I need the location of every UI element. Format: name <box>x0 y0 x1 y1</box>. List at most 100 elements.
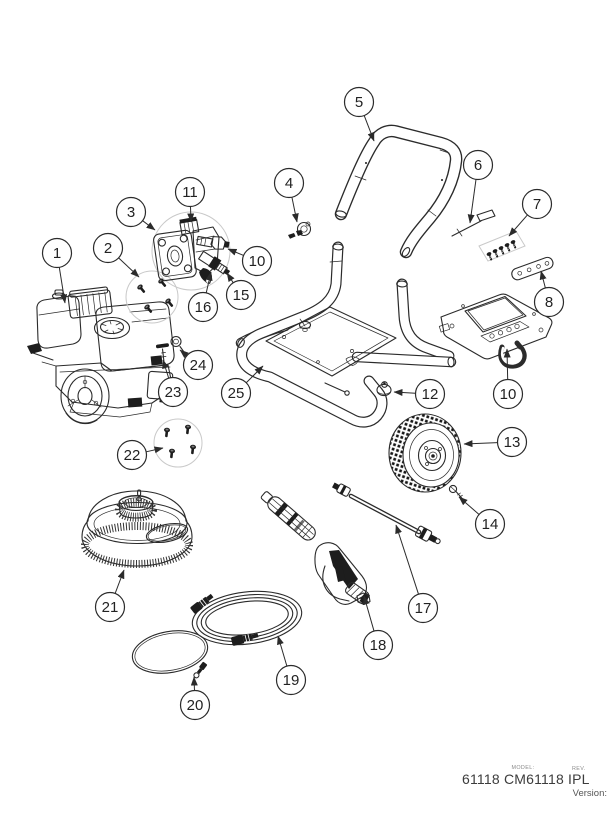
balloon-number: 17 <box>415 600 432 617</box>
callout-handle: 5 <box>343 86 375 142</box>
pressure-hose-part <box>190 590 303 646</box>
engine-bolts-part <box>125 270 179 324</box>
balloon-number: 11 <box>182 184 198 201</box>
model-number: 61118 CM61118 IPL <box>462 771 590 787</box>
balloon-circle <box>343 86 375 118</box>
balloon-circle <box>41 237 73 269</box>
leader-line <box>245 365 264 384</box>
balloon-circle <box>225 279 257 311</box>
balloon-number: 6 <box>474 157 482 174</box>
callout-retainer-pin: 23 <box>157 359 189 408</box>
balloon-circle <box>116 439 148 471</box>
balloon-number: 14 <box>482 516 499 533</box>
callout-strap-plate: 8 <box>533 270 565 318</box>
callout-wheel: 13 <box>463 426 528 458</box>
rev-label: REV. <box>572 766 586 772</box>
balloon-number: 3 <box>127 204 135 221</box>
callout-pump-outlet: 10 <box>227 245 273 277</box>
panel-bolts-part <box>153 418 203 468</box>
leader-line <box>395 524 419 595</box>
callout-spray-gun: 18 <box>362 595 394 661</box>
balloon-circle <box>241 245 273 277</box>
balloon-circle <box>492 378 524 410</box>
callout-screw-set: 7 <box>508 188 553 237</box>
strap-plate-part <box>511 256 554 281</box>
leader-line <box>539 270 547 289</box>
callout-hose-reel: 21 <box>94 569 126 623</box>
balloon-circle <box>174 176 206 208</box>
wheel-part <box>388 413 462 493</box>
balloon-circle <box>182 349 214 381</box>
leader-line <box>114 569 125 594</box>
leader-line <box>362 595 375 632</box>
leader-line <box>162 359 170 379</box>
control-panel-part <box>438 293 553 369</box>
leader-line <box>508 214 528 237</box>
footer: MODEL: REV. 61118 CM61118 IPL Version: <box>462 765 607 799</box>
balloon-number: 22 <box>124 447 141 464</box>
balloon-circle <box>275 664 307 696</box>
callout-pull-pin: 6 <box>462 149 494 224</box>
callout-pump-inlet: 11 <box>174 176 206 223</box>
lance-part <box>332 482 441 545</box>
model-label: MODEL: <box>511 765 534 771</box>
leader-line <box>363 115 375 142</box>
pull-pin-part <box>451 209 496 237</box>
balloon-circle <box>362 629 394 661</box>
pump-assembly-part <box>151 211 231 291</box>
leader-line <box>187 206 195 223</box>
callout-wire-loop: 20 <box>179 676 211 721</box>
callout-lance: 17 <box>395 524 439 624</box>
callout-pressure-hose: 19 <box>275 635 307 696</box>
balloon-number: 25 <box>228 385 245 402</box>
balloon-number: 20 <box>187 697 204 714</box>
leader-line <box>118 257 140 278</box>
handle-part <box>335 131 456 258</box>
leader-line <box>58 267 68 304</box>
balloon-circle <box>414 378 446 410</box>
balloon-circle <box>533 286 565 318</box>
balloon-number: 5 <box>355 94 363 111</box>
balloon-circle <box>496 426 528 458</box>
leader-line <box>227 248 244 256</box>
balloon-number: 10 <box>500 386 517 403</box>
balloon-circle <box>157 376 189 408</box>
balloon-circle <box>474 508 506 540</box>
balloon-number: 8 <box>545 294 553 311</box>
balloon-circle <box>521 188 553 220</box>
balloon-number: 10 <box>249 253 266 270</box>
leader-line <box>467 179 477 224</box>
leader-line <box>142 220 156 231</box>
spray-gun-part <box>260 491 371 606</box>
callout-engine-bolts: 2 <box>92 232 140 278</box>
balloon-number: 16 <box>195 299 212 316</box>
callout-pump-flange: 3 <box>115 196 156 231</box>
cap-plug-part <box>376 381 392 397</box>
balloon-circle <box>94 591 126 623</box>
balloon-number: 15 <box>233 287 250 304</box>
version-label: Version: <box>573 788 607 799</box>
callout-frame: 25 <box>220 365 264 409</box>
leader-line <box>146 446 164 454</box>
balloon-circle <box>462 149 494 181</box>
leader-line <box>463 440 498 448</box>
balloon-number: 21 <box>102 599 119 616</box>
balloon-circle <box>187 291 219 323</box>
leader-line <box>226 272 235 284</box>
balloon-number: 18 <box>370 637 387 654</box>
leader-line <box>277 635 288 667</box>
leader-line <box>205 271 213 293</box>
balloon-number: 24 <box>190 357 207 374</box>
leader-line <box>458 496 480 515</box>
frame-part <box>236 244 454 422</box>
balloon-number: 13 <box>504 434 521 451</box>
wheel-bolt-part <box>448 484 464 501</box>
handle-knob-part <box>288 221 312 239</box>
engine-part <box>27 286 175 425</box>
callout-pump-elbow: 16 <box>187 271 219 323</box>
balloon-circle <box>179 689 211 721</box>
callout-wheel-bolt: 14 <box>458 496 506 540</box>
balloon-circle <box>220 377 252 409</box>
